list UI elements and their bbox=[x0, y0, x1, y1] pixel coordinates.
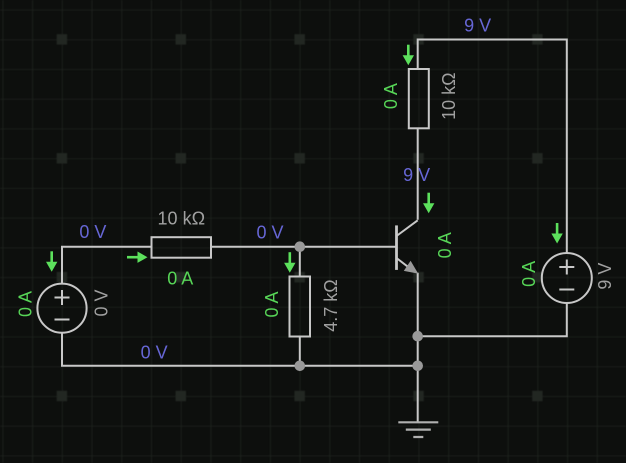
svg-text:0 V: 0 V bbox=[92, 289, 112, 316]
svg-text:9 V: 9 V bbox=[464, 16, 491, 36]
svg-text:9 V: 9 V bbox=[403, 165, 430, 185]
svg-text:0 A: 0 A bbox=[435, 232, 455, 258]
svg-text:0 V: 0 V bbox=[141, 343, 168, 363]
svg-text:0 A: 0 A bbox=[167, 268, 193, 288]
svg-text:0 A: 0 A bbox=[262, 291, 282, 317]
svg-text:9 V: 9 V bbox=[595, 263, 615, 290]
svg-text:0 A: 0 A bbox=[519, 261, 539, 287]
svg-text:10 kΩ: 10 kΩ bbox=[158, 209, 205, 229]
svg-text:0 V: 0 V bbox=[79, 222, 106, 242]
svg-text:0 A: 0 A bbox=[16, 291, 36, 317]
svg-text:4.7 kΩ: 4.7 kΩ bbox=[321, 279, 341, 331]
svg-text:0 V: 0 V bbox=[256, 222, 283, 242]
svg-text:10 kΩ: 10 kΩ bbox=[439, 72, 459, 119]
svg-text:0 A: 0 A bbox=[381, 83, 401, 109]
